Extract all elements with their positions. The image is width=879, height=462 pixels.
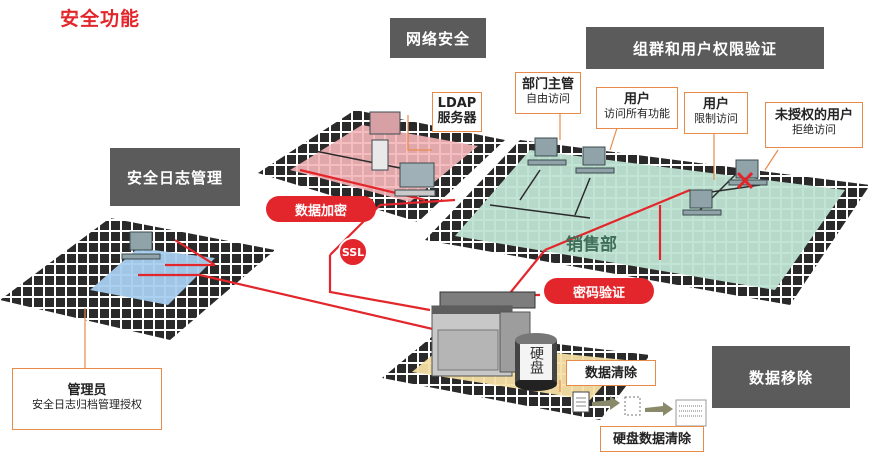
user-title: 部门主管 [521,77,574,92]
user-box-restricted: 用户 限制访问 [684,92,748,134]
banner-group-user-auth: 组群和用户权限验证 [586,27,824,69]
user-box-unauthorized: 未授权的用户 拒绝访问 [765,102,863,148]
user-title: 用户 [702,97,729,112]
user-box-all-functions: 用户 访问所有功能 [596,87,678,129]
ssl-badge: SSL [338,237,368,267]
callout-lines [84,112,779,392]
banner-network-security: 网络安全 [390,18,486,58]
log-platform [0,218,275,340]
pill-data-encryption: 数据加密 [266,196,376,222]
page-title: 安全功能 [60,8,141,30]
hdd-label: 硬盘 [528,346,544,374]
ldap-line2: 服务器 [437,111,477,126]
user-desc: 拒绝访问 [792,123,836,136]
banner-log-management: 安全日志管理 [110,148,240,206]
user-title: 用户 [623,92,650,107]
erase-flow [572,391,707,427]
admin-desc: 安全日志归档管理授权 [32,398,142,411]
hdd-clear-label: 硬盘数据清除 [612,432,691,447]
user-title: 未授权的用户 [774,108,853,123]
admin-title: 管理员 [67,383,107,398]
user-box-dept-head: 部门主管 自由访问 [515,72,581,114]
data-clear-box: 数据清除 [566,360,656,386]
pill-password-auth: 密码验证 [544,278,654,304]
hdd-icon [515,333,557,391]
sales-dept-label: 销售部 [566,235,617,255]
ldap-line1: LDAP [437,96,477,111]
admin-box: 管理员 安全日志归档管理授权 [12,368,162,430]
data-clear-label: 数据清除 [584,366,637,381]
banner-data-erase: 数据移除 [712,346,850,408]
user-desc: 访问所有功能 [604,107,670,120]
user-desc: 自由访问 [526,92,570,105]
user-desc: 限制访问 [694,112,738,125]
hdd-clear-box: 硬盘数据清除 [600,426,704,452]
denied-icon [736,171,754,190]
ldap-server-label: LDAP 服务器 [432,92,482,132]
erase-panel: 数据清除 硬盘数据清除 [560,360,708,456]
